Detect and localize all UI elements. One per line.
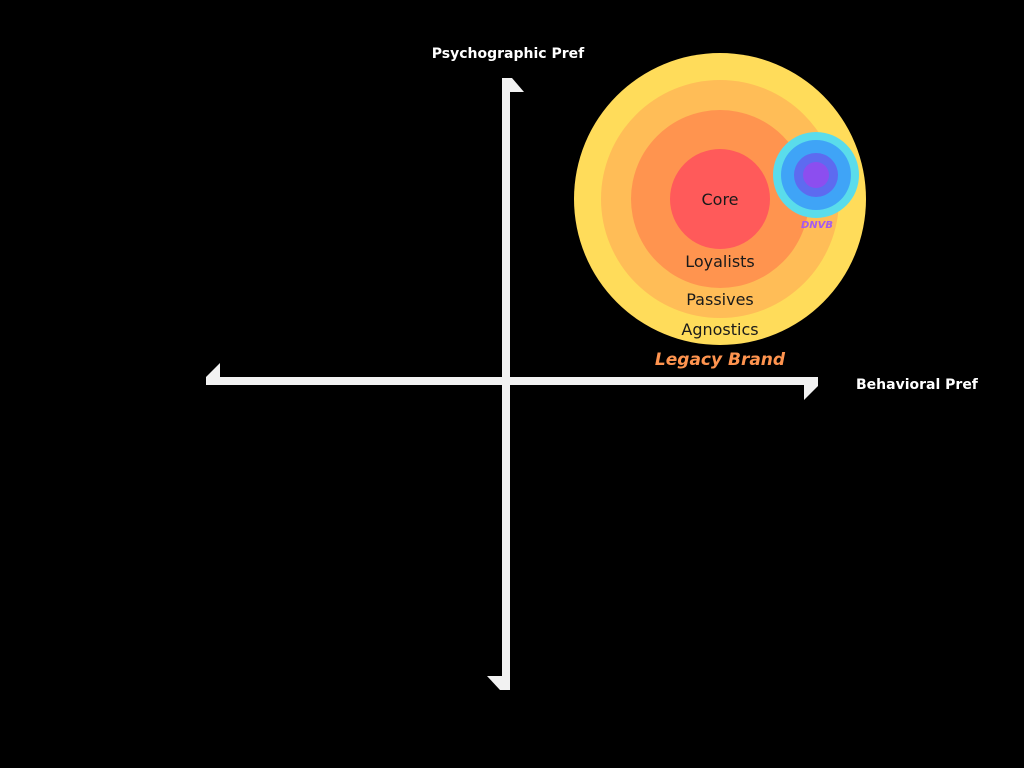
x-axis-label: Behavioral Pref [856, 377, 979, 393]
dnvb-ring-inner [803, 162, 829, 188]
dnvb-label: DNVB [801, 220, 833, 231]
vertical-axis-top-arrowhead [502, 78, 524, 92]
y-axis-label: Psychographic Pref [432, 46, 585, 62]
horizontal-axis [206, 363, 818, 400]
dnvb-rings [773, 132, 859, 218]
loyalists-label: Loyalists [685, 252, 755, 271]
ring-core [670, 149, 770, 249]
legacy-brand-rings [574, 53, 866, 345]
passives-label: Passives [686, 290, 754, 309]
legacy-brand-label: Legacy Brand [655, 350, 786, 370]
vertical-axis-bottom-arrowhead [487, 676, 510, 690]
horizontal-axis-left-arrowhead [206, 363, 220, 385]
core-label: Core [701, 190, 738, 209]
horizontal-axis-line [206, 377, 818, 385]
agnostics-label: Agnostics [681, 320, 758, 339]
horizontal-axis-right-arrowhead [804, 377, 818, 400]
